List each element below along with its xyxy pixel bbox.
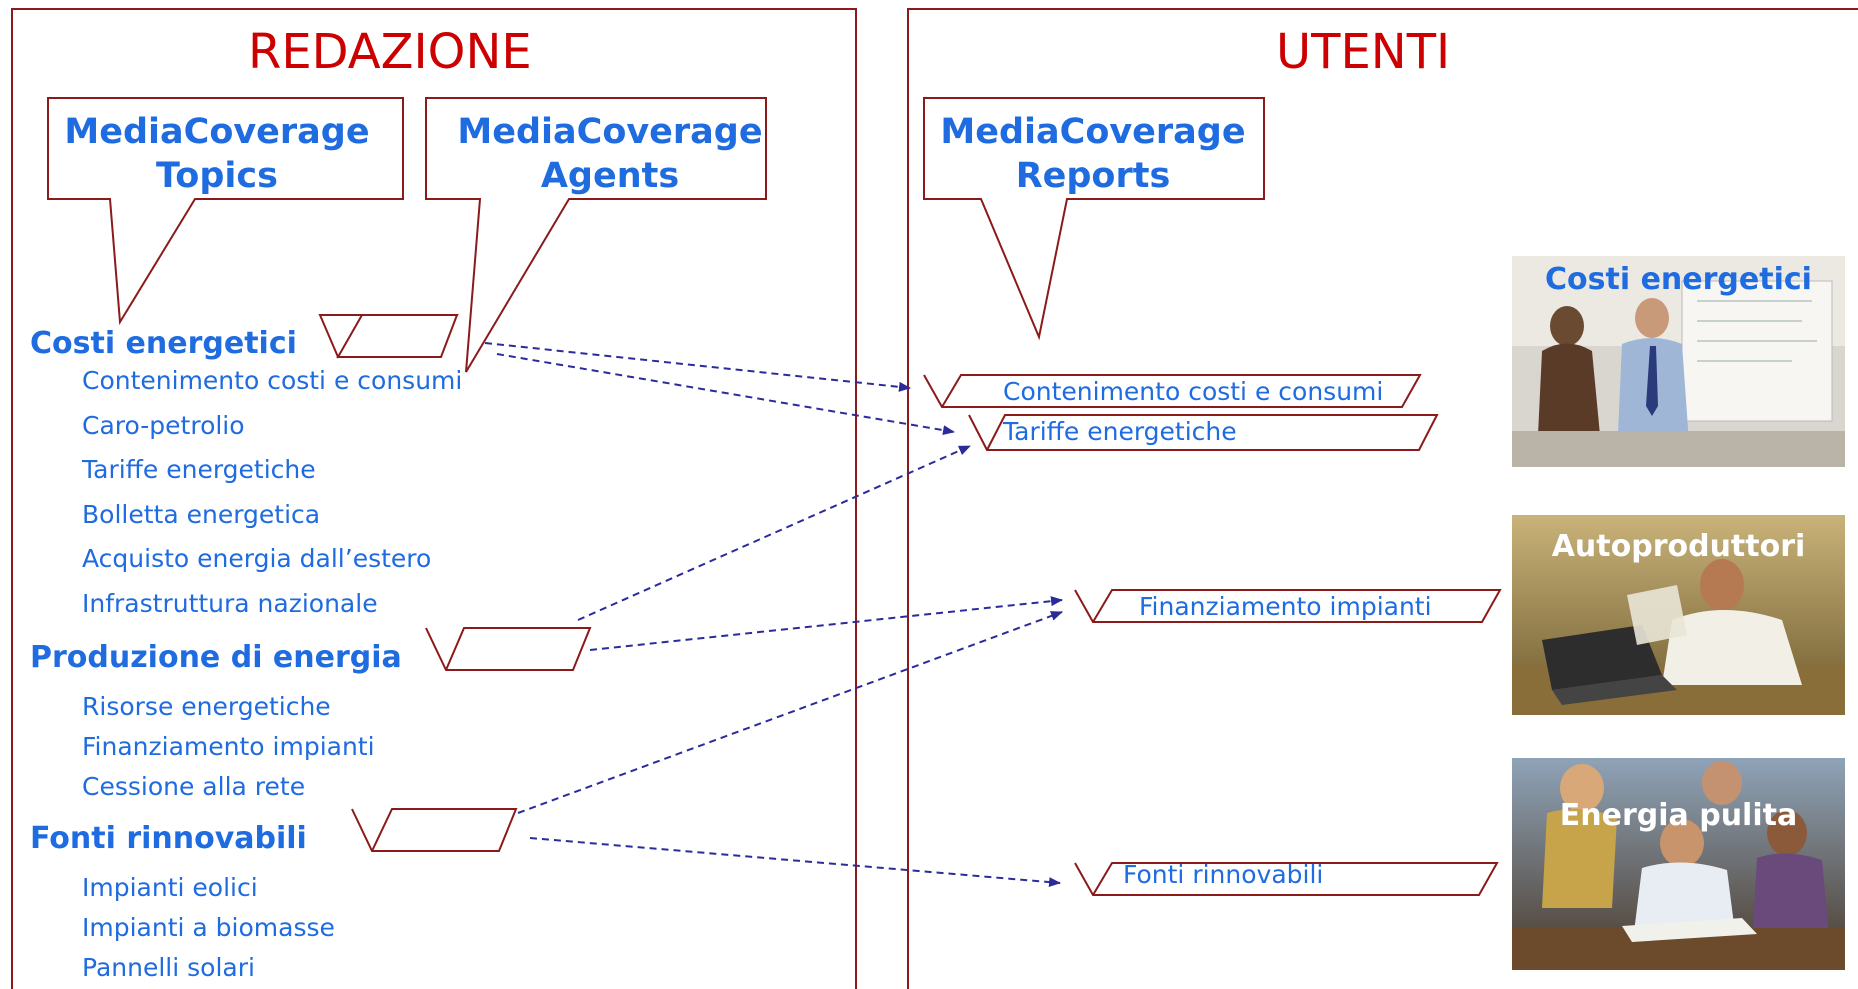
callout-topics-line1: MediaCoverage	[64, 112, 370, 152]
utenti-title: UTENTI	[1276, 24, 1451, 80]
photo-caption-autoproduttori: Autoproduttori	[1551, 529, 1806, 564]
topic-item: Infrastruttura nazionale	[82, 589, 378, 618]
topic-item: Tariffe energetiche	[82, 455, 316, 484]
topic-group-title: Fonti rinnovabili	[30, 821, 307, 856]
report-box-contenimento	[923, 374, 1422, 408]
office-meeting-image	[1512, 256, 1845, 467]
callout-reports: MediaCoverage Reports	[928, 110, 1258, 198]
arrow-costi-to-contenimento	[484, 342, 911, 392]
tag-costi-box	[336, 314, 459, 358]
callout-topics-line2: Topics	[156, 156, 278, 196]
team-meeting-image	[1512, 758, 1845, 970]
topic-group-title: Costi energetici	[30, 326, 297, 361]
callout-topics-shape	[47, 97, 404, 326]
topic-group-title: Produzione di energia	[30, 640, 402, 675]
topic-item: Risorse energetiche	[82, 692, 331, 721]
topic-item: Impianti a biomasse	[82, 913, 335, 942]
callout-agents-line1: MediaCoverage	[457, 112, 763, 152]
callout-agents: MediaCoverage Agents	[445, 110, 775, 198]
utenti-panel-frame	[907, 8, 1858, 989]
report-label-contenimento: Contenimento costi e consumi	[1003, 377, 1384, 406]
report-label-tariffe: Tariffe energetiche	[1003, 417, 1237, 446]
topic-item: Contenimento costi e consumi	[82, 366, 463, 395]
topic-item: Acquisto energia dall’estero	[82, 544, 432, 573]
report-box-tariffe	[968, 414, 1439, 451]
arrow-produzione-to-finanziamento	[589, 596, 1063, 651]
callout-reports-shape	[923, 97, 1265, 341]
topic-item: Cessione alla rete	[82, 772, 306, 801]
callout-reports-line2: Reports	[1015, 156, 1171, 196]
redazione-title: REDAZIONE	[248, 24, 532, 80]
photo-caption-costi: Costi energetici	[1545, 262, 1812, 297]
arrow-fonti-to-finanziamento	[517, 611, 1063, 814]
callout-topics: MediaCoverage Topics	[52, 110, 382, 198]
topic-item: Bolletta energetica	[82, 500, 321, 529]
topic-item: Impianti eolici	[82, 873, 258, 902]
topic-item: Finanziamento impianti	[82, 732, 375, 761]
photo-costi-energetici: Costi energetici	[1512, 256, 1845, 467]
tag-fonti-shape	[351, 808, 518, 852]
arrow-fonti-to-fonti-report	[529, 837, 1061, 888]
photo-energia-pulita: Energia pulita	[1512, 758, 1845, 970]
topic-item: Caro-petrolio	[82, 411, 245, 440]
callout-agents-shape	[425, 97, 767, 373]
redazione-panel-frame	[11, 8, 857, 989]
tag-produzione-shape	[425, 627, 592, 671]
callout-reports-line1: MediaCoverage	[940, 112, 1246, 152]
report-label-finanziamento: Finanziamento impianti	[1139, 592, 1432, 621]
topic-item: Pannelli solari	[82, 953, 255, 982]
photo-autoproduttori: Autoproduttori	[1512, 515, 1845, 715]
arrow-produzione-to-tariffe	[577, 445, 971, 621]
report-label-fonti: Fonti rinnovabili	[1123, 860, 1324, 889]
businessman-laptop-image	[1512, 515, 1845, 715]
photo-caption-energia-pulita: Energia pulita	[1559, 798, 1798, 833]
arrow-costi-to-tariffe	[496, 353, 955, 436]
callout-agents-line2: Agents	[540, 156, 680, 196]
report-box-finanziamento	[1074, 589, 1502, 623]
report-box-fonti	[1074, 862, 1499, 896]
